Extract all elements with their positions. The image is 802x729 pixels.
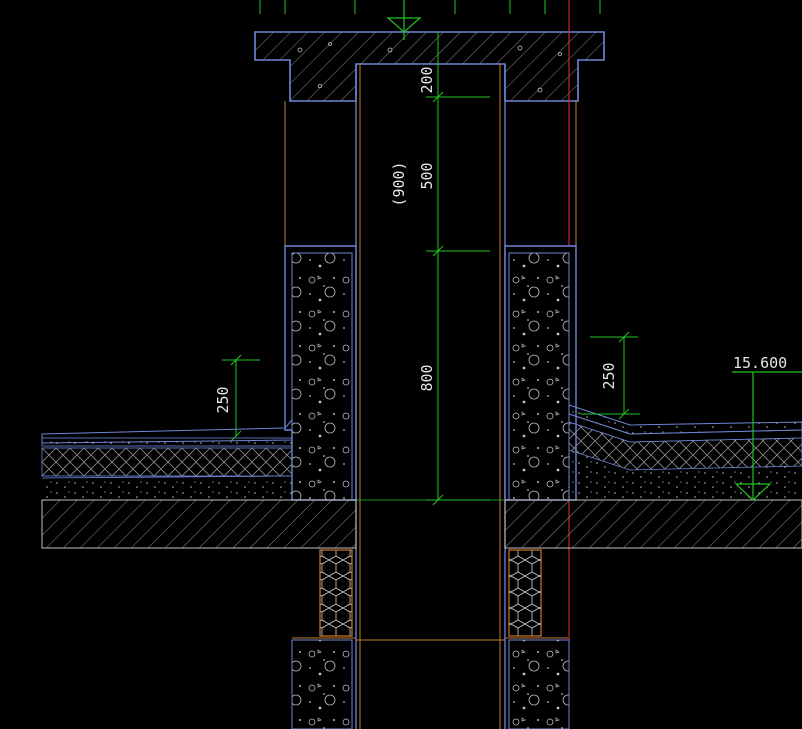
dim-upstand-height: 800: [418, 364, 436, 391]
right-roof-layers: [568, 404, 802, 500]
dim-vent-opening: 500: [418, 162, 436, 189]
roof-slab: [41, 499, 802, 549]
top-reference-lines: [259, 0, 601, 14]
left-roof-layers: [41, 418, 293, 500]
lower-walls: [291, 639, 570, 729]
roof-elevation-label: 15.600: [733, 354, 787, 372]
duct-inner-lines: [284, 64, 577, 729]
duct-insulation: [319, 549, 542, 637]
cap-aggregate: [297, 42, 562, 93]
dim-flashing-left: 250: [214, 386, 232, 413]
dim-cap-thickness: 200: [418, 66, 436, 93]
right-upstand-wall: [504, 245, 577, 501]
left-upstand-wall: [284, 245, 357, 501]
dim-vent-opening-alt: (900): [390, 161, 408, 206]
top-level-marker: [386, 0, 422, 40]
dim-flashing-right: 250: [600, 362, 618, 389]
dimension-lines: [222, 32, 640, 506]
elevation-marker: [732, 371, 802, 501]
